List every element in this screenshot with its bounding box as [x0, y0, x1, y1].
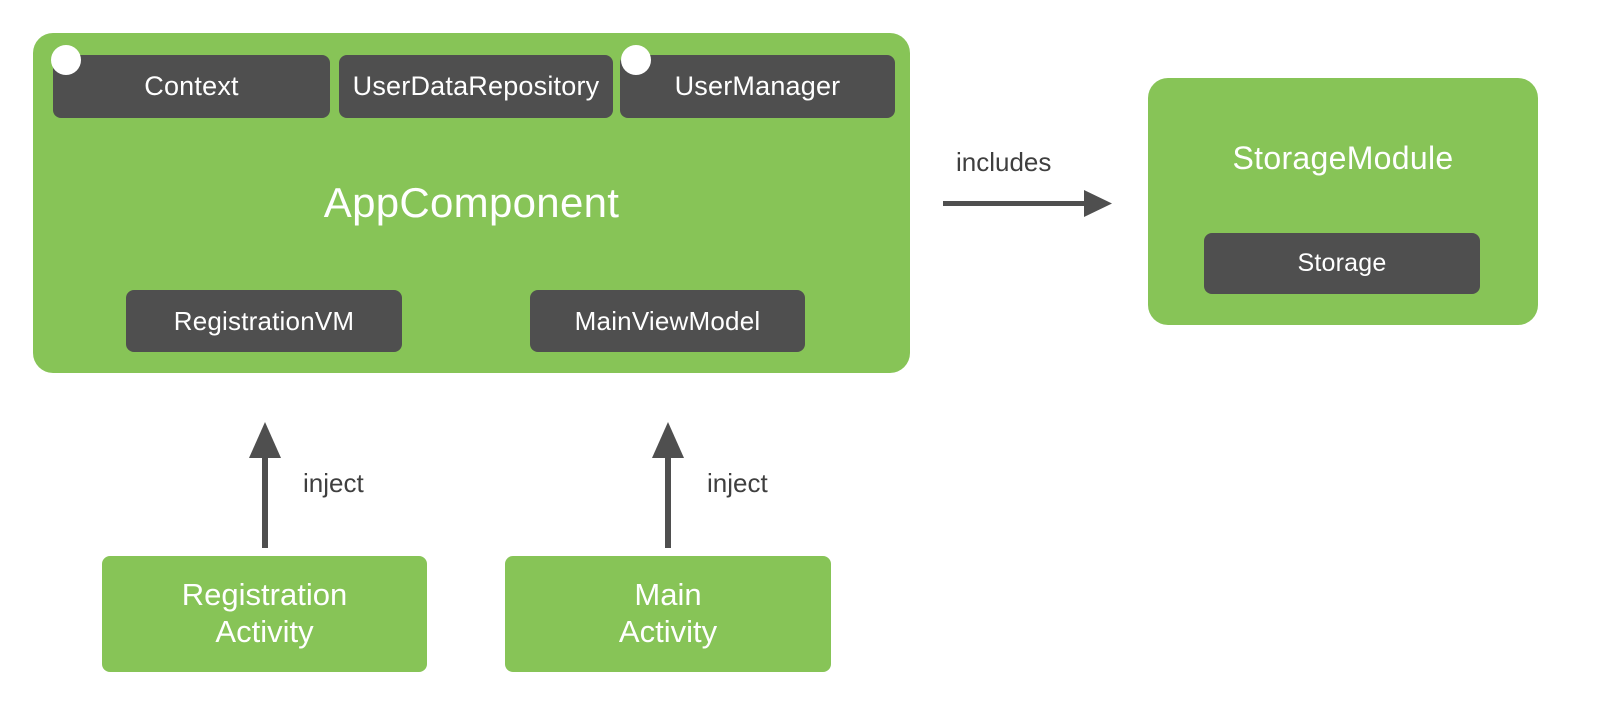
binding-chip-label: UserManager	[674, 71, 841, 101]
edge-label-inject-main: inject	[707, 468, 768, 498]
binding-chip-label: Context	[144, 71, 239, 101]
activity-node-line1: Registration	[181, 577, 348, 613]
binding-chip-context[interactable]: Context	[53, 55, 330, 118]
arrow-up-icon-inject-registration	[249, 422, 281, 548]
binding-chip-label: MainViewModel	[574, 305, 761, 336]
activity-node-line2: Activity	[215, 614, 314, 649]
app-component-title: AppComponent	[323, 179, 620, 226]
arrow-up-icon-inject-main	[652, 422, 684, 548]
binding-chip-userdatarepository[interactable]: UserDataRepository	[339, 55, 613, 118]
activity-node-registration[interactable]: Registration Activity	[102, 556, 427, 672]
binding-chip-storage[interactable]: Storage	[1204, 233, 1480, 294]
binding-chip-usermanager[interactable]: UserManager	[620, 55, 895, 118]
edge-label-includes: includes	[956, 147, 1052, 177]
activity-node-main[interactable]: Main Activity	[505, 556, 831, 672]
binding-chip-label: UserDataRepository	[352, 71, 600, 101]
binding-chip-label: Storage	[1297, 249, 1387, 277]
provision-dot-icon-usermanager	[621, 45, 651, 75]
binding-chip-registrationvm[interactable]: RegistrationVM	[126, 290, 402, 352]
edge-label-inject-registration: inject	[303, 468, 364, 498]
binding-chip-label: RegistrationVM	[173, 305, 355, 336]
activity-node-line1: Main	[634, 577, 702, 613]
binding-chip-mainviewmodel[interactable]: MainViewModel	[530, 290, 805, 352]
arrow-right-icon-includes	[943, 190, 1112, 217]
storage-module-title: StorageModule	[1232, 140, 1454, 176]
provision-dot-icon-context	[51, 45, 81, 75]
activity-node-line2: Activity	[618, 614, 718, 649]
